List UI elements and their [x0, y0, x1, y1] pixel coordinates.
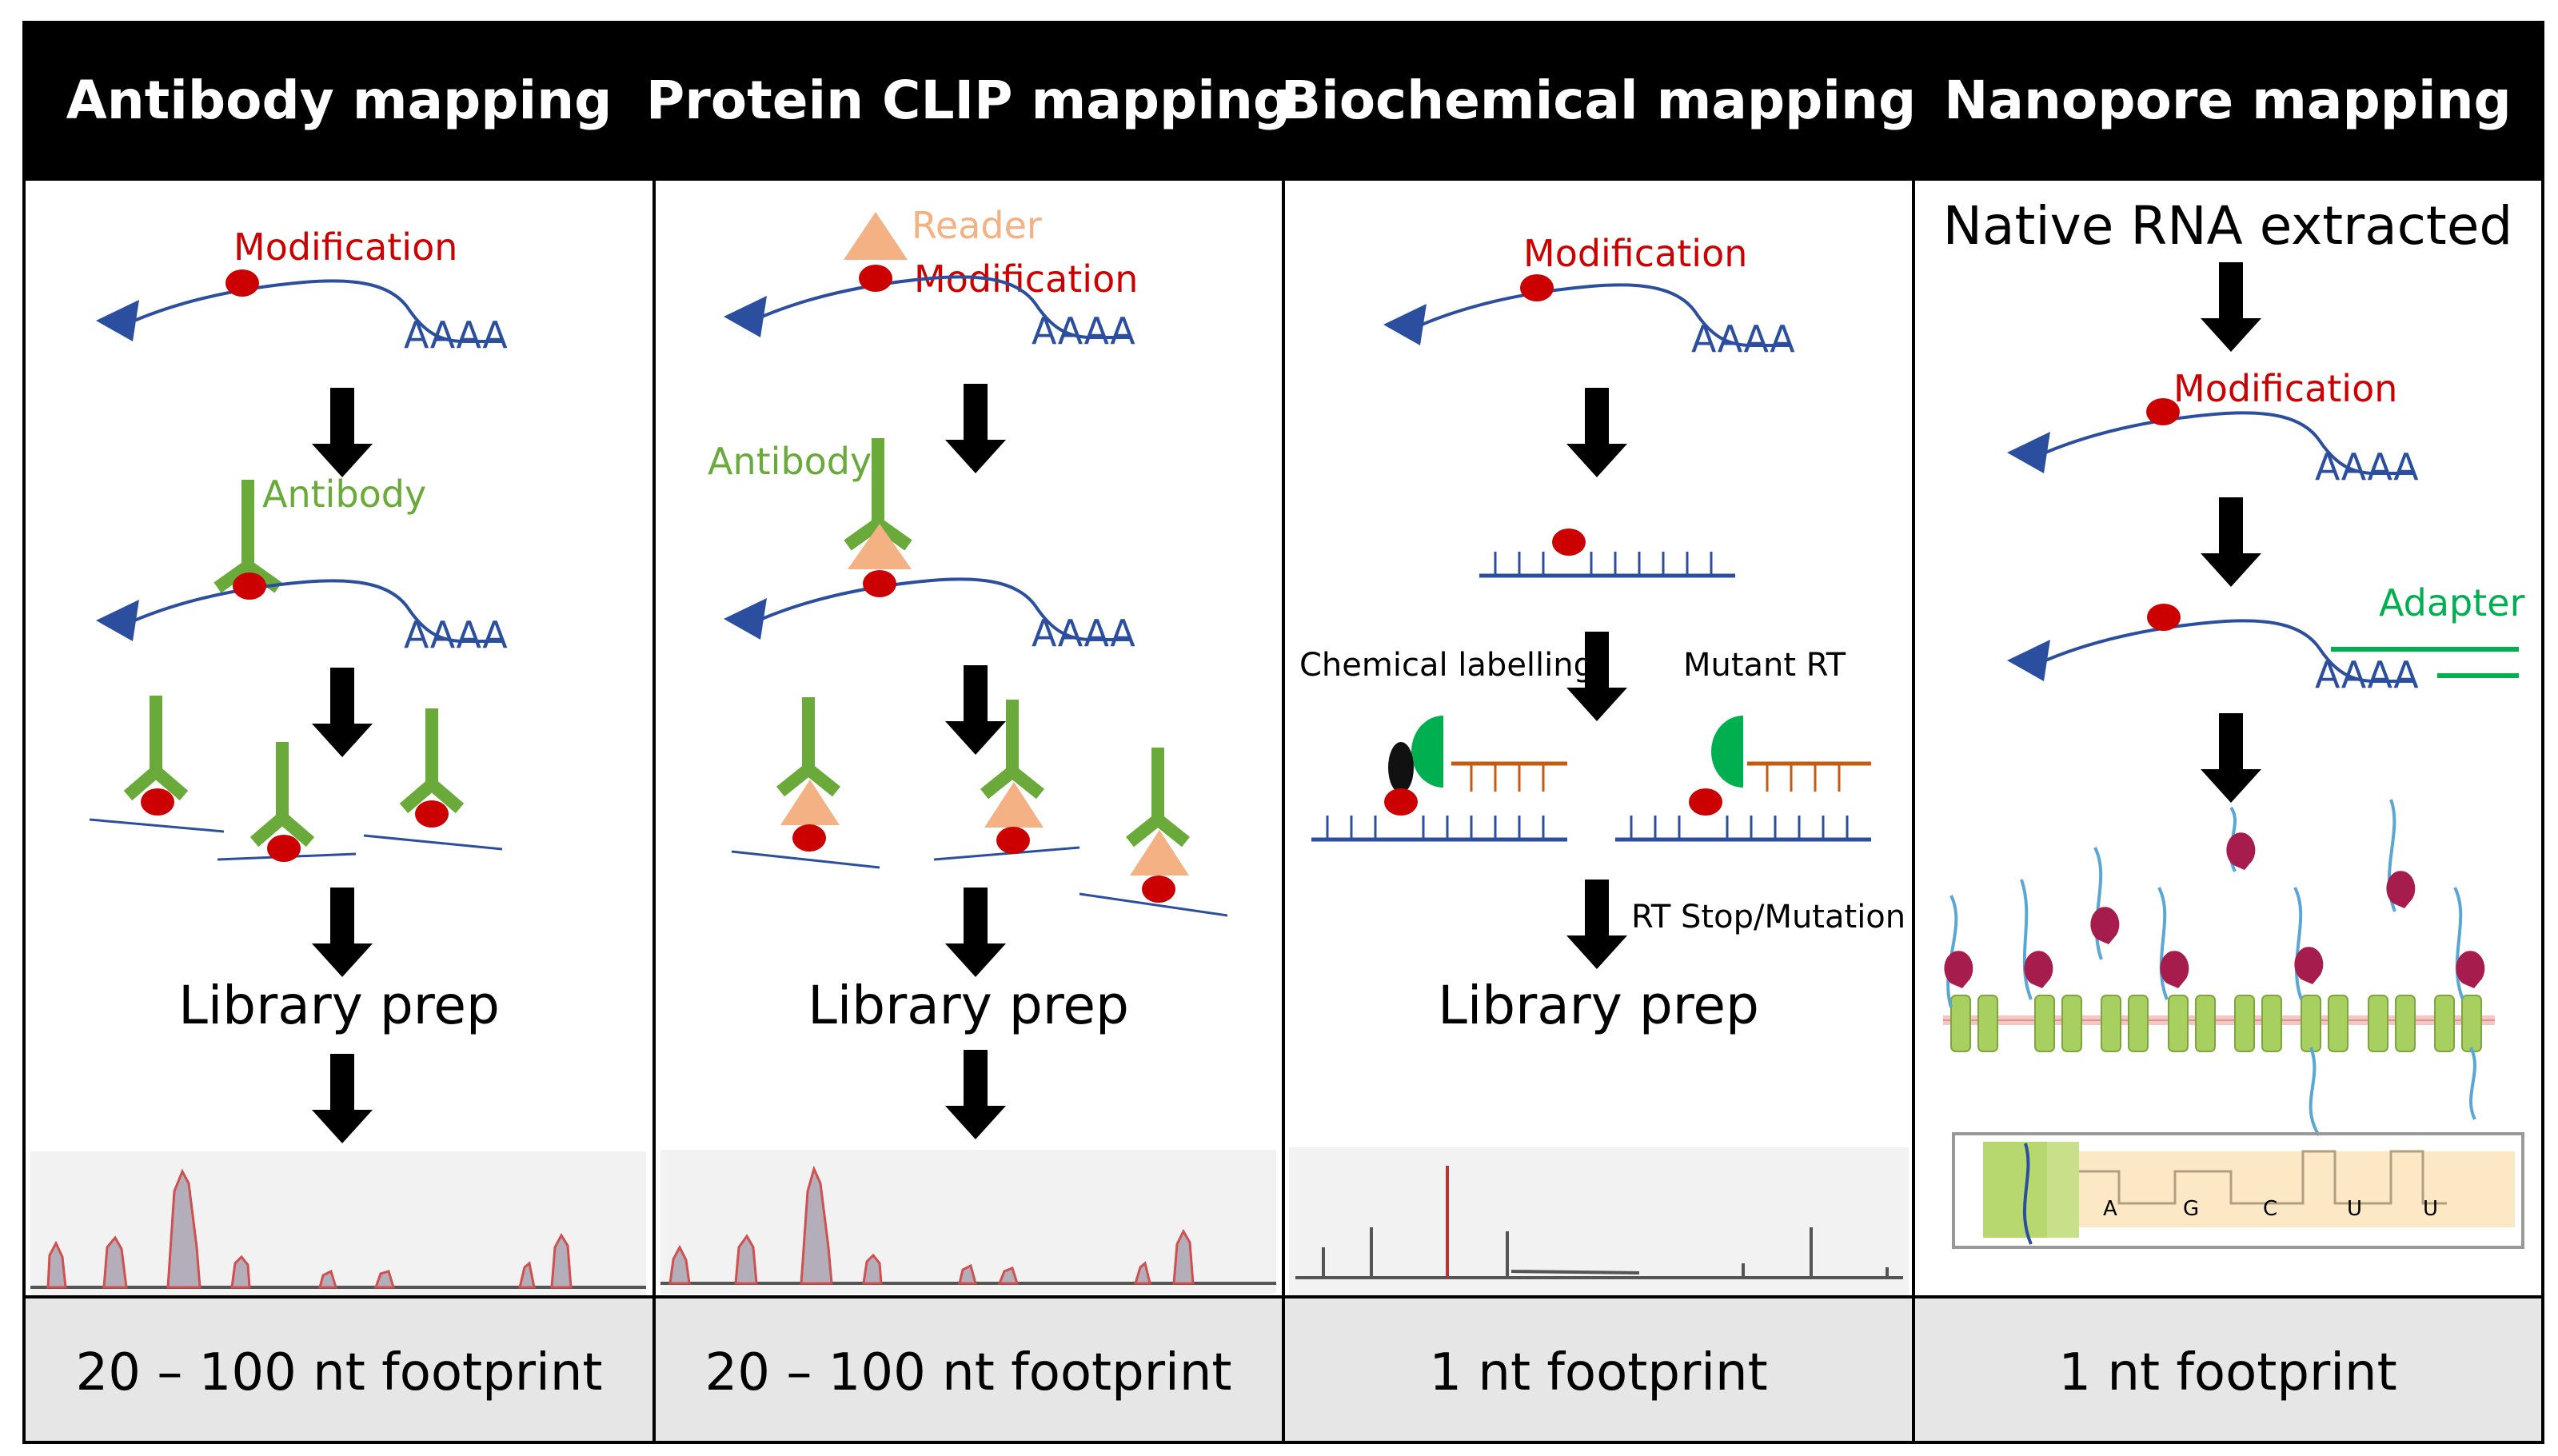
panel-title-biochemical: Biochemical mapping	[1281, 70, 1916, 131]
poly-a-tail: AAAA	[2315, 445, 2419, 489]
base-label: U	[2423, 1197, 2438, 1221]
reader-icon	[844, 212, 908, 260]
arrow-down-icon	[945, 1050, 1006, 1139]
arrow-down-icon	[945, 384, 1006, 473]
arrow-down-icon	[1566, 388, 1627, 477]
modification-dot	[2146, 398, 2180, 425]
fragment-reader-antibody	[933, 700, 1080, 861]
modification-dot	[2147, 604, 2181, 631]
rna-strand: AAAA	[2007, 411, 2419, 489]
modification-label: Modification	[233, 225, 457, 269]
nanopore-readout: A G C U U	[1952, 1132, 2524, 1249]
fragment-antibody	[89, 696, 225, 833]
footer-clip: 20 – 100 nt footprint	[705, 1343, 1232, 1402]
coverage-track	[30, 1151, 646, 1295]
rna-strand: AAAA	[1383, 283, 1795, 361]
modification-dot	[863, 570, 896, 597]
reader-icon	[848, 524, 912, 569]
rna-strand: AAAA	[2007, 619, 2419, 696]
antibody-icon	[844, 438, 912, 551]
modification-dot	[233, 572, 266, 600]
mutant-rt-duplex	[1615, 716, 1871, 842]
arrow-down-icon	[312, 888, 373, 977]
rna-fragment-comb	[1479, 529, 1735, 578]
poly-a-tail: AAAA	[404, 313, 508, 357]
panel-antibody: Modification AAAA Antibody AAAA	[30, 225, 646, 1295]
arrow-down-icon	[312, 388, 373, 477]
fragment-reader-antibody	[731, 697, 880, 869]
base-label: G	[2183, 1197, 2199, 1221]
native-rna-label: Native RNA extracted	[1943, 195, 2513, 257]
rt-stop-label: RT Stop/Mutation	[1631, 899, 1906, 935]
library-prep-label: Library prep	[178, 975, 500, 1036]
panel-title-clip: Protein CLIP mapping	[646, 70, 1291, 131]
poly-a-tail: AAAA	[404, 613, 508, 656]
poly-a-tail: AAAA	[1032, 309, 1135, 353]
header-band	[24, 22, 2543, 179]
footer-nanopore: 1 nt footprint	[2058, 1343, 2396, 1402]
mutant-rt-label: Mutant RT	[1683, 647, 1846, 684]
arrow-down-icon	[2201, 262, 2261, 352]
adapter-label: Adapter	[2379, 581, 2525, 624]
poly-a-tail: AAAA	[2315, 653, 2419, 696]
coverage-track	[1289, 1147, 1909, 1295]
library-prep-label: Library prep	[1438, 975, 1759, 1036]
rna-strand: AAAA	[96, 279, 508, 357]
rna-strand: AAAA	[96, 579, 508, 656]
panel-title-antibody: Antibody mapping	[66, 70, 613, 131]
poly-a-tail: AAAA	[1691, 317, 1795, 361]
modification-dot	[1520, 274, 1554, 301]
arrow-down-icon	[1566, 880, 1627, 969]
modification-dot	[859, 265, 892, 292]
panel-title-nanopore: Nanopore mapping	[1944, 70, 2512, 131]
poly-a-tail: AAAA	[1032, 612, 1135, 655]
arrow-down-icon	[945, 665, 1006, 755]
arrow-down-icon	[312, 1054, 373, 1143]
chemical-labelling-label: Chemical labelling	[1299, 647, 1594, 684]
modification-label: Modification	[1523, 232, 1747, 275]
footer-antibody: 20 – 100 nt footprint	[76, 1343, 603, 1402]
antibody-label: Antibody	[262, 473, 426, 516]
library-prep-label: Library prep	[808, 975, 1129, 1036]
base-label: C	[2263, 1197, 2277, 1221]
arrow-down-icon	[945, 888, 1006, 977]
rna-molecules	[1946, 799, 2476, 1137]
fragment-reader-antibody	[1079, 748, 1228, 917]
antibody-label: Antibody	[708, 440, 872, 483]
base-label: A	[2103, 1197, 2117, 1221]
flow-cell-membrane	[1943, 995, 2495, 1052]
motor-proteins	[1944, 832, 2485, 988]
coverage-track	[660, 1150, 1276, 1294]
rna-strand: AAAA	[724, 275, 1135, 353]
rna-strand: AAAA	[724, 577, 1135, 655]
base-label: U	[2347, 1197, 2362, 1221]
fragment-antibody	[217, 742, 357, 862]
arrow-down-icon	[2201, 713, 2261, 803]
panel-nanopore: Native RNA extracted Modification AAAA A…	[1943, 195, 2525, 1249]
panel-clip: Reader Modification AAAA Antibody AAAA	[660, 204, 1276, 1294]
chemical-labelling-duplex	[1311, 716, 1567, 842]
arrow-down-icon	[2201, 497, 2261, 587]
arrow-down-icon	[312, 668, 373, 757]
fragment-antibody	[363, 708, 503, 851]
footer-biochemical: 1 nt footprint	[1429, 1343, 1767, 1402]
panel-biochemical: Modification AAAA Chemical labelling Mut…	[1289, 232, 1909, 1295]
modification-dot	[225, 269, 259, 297]
modification-label: Modification	[2173, 367, 2397, 410]
reader-label: Reader	[912, 204, 1042, 247]
